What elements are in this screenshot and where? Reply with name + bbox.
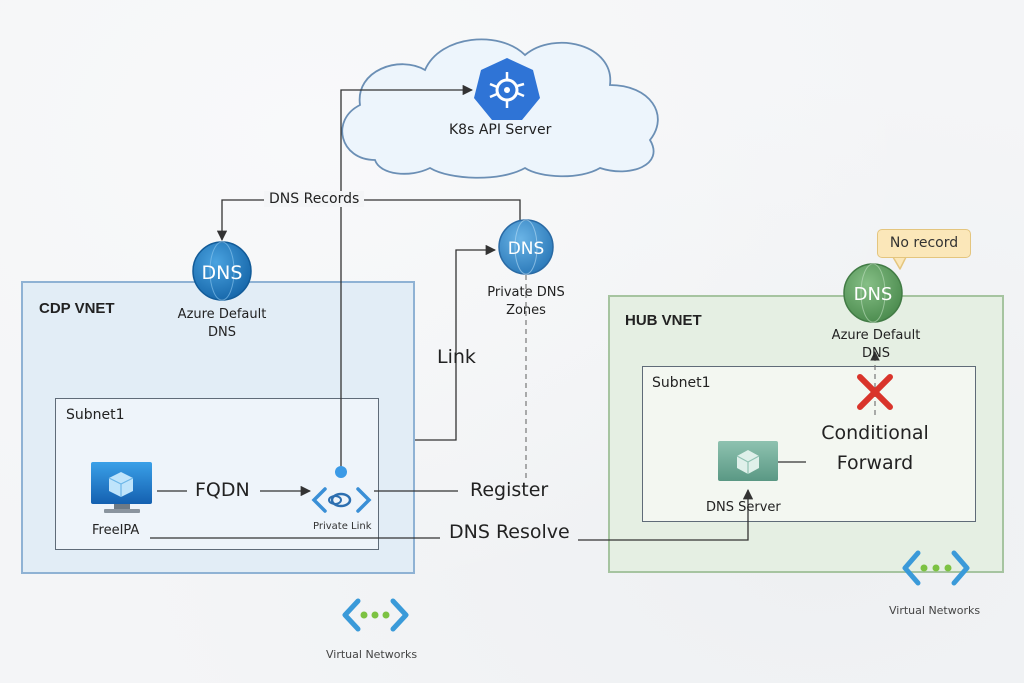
conditional-forward-label-line1: Conditional: [821, 422, 929, 444]
link-label: Link: [437, 346, 476, 368]
note-tail: [892, 256, 907, 270]
private-dns-zones-label: Private DNS Zones: [471, 284, 581, 320]
conditional-forward-label: Conditional Forward: [810, 418, 940, 478]
hub-azure-default-dns-label: Azure Default DNS: [814, 327, 938, 363]
dns-records-label: DNS Records: [264, 191, 365, 207]
svg-text:DNS: DNS: [202, 262, 243, 284]
freeipa-vm-icon: [91, 462, 152, 513]
hub-virtual-networks-icon: [902, 550, 970, 586]
link-arrow: [415, 244, 497, 441]
conditional-forward-label-line2: Forward: [836, 452, 914, 474]
cdp-subnet-title: Subnet1: [66, 407, 125, 423]
azure-default-dns-label: Azure Default DNS: [162, 306, 282, 342]
dns-resolve-label: DNS Resolve: [449, 521, 570, 543]
azure-default-dns-label-line1: Azure Default: [177, 307, 267, 322]
azure-default-dns-globe-icon: DNS: [192, 241, 252, 301]
cdp-vnet-title: CDP VNET: [39, 300, 115, 317]
fqdn-label: FQDN: [195, 479, 250, 501]
k8s-api-server-label: K8s API Server: [449, 122, 552, 138]
cdp-virtual-networks-icon: [342, 598, 409, 632]
hub-subnet-title: Subnet1: [652, 375, 711, 391]
dns-resolve-arrow: [578, 488, 754, 541]
dns-server-vm-icon: [718, 441, 778, 481]
no-record-note: No record: [877, 229, 971, 258]
private-link-to-k8s-arrow: [340, 84, 474, 470]
svg-text:DNS: DNS: [854, 284, 893, 305]
dns-server-label: DNS Server: [706, 500, 781, 515]
private-link-icon: [311, 466, 372, 513]
kubernetes-icon: [474, 58, 540, 120]
hub-azure-default-dns-label-line2: DNS: [862, 346, 890, 361]
cdp-virtual-networks-label: Virtual Networks: [326, 648, 418, 661]
freeipa-label: FreeIPA: [92, 523, 140, 538]
register-label: Register: [470, 479, 549, 501]
svg-text:DNS: DNS: [508, 239, 545, 259]
azure-default-dns-label-line2: DNS: [208, 325, 236, 340]
hub-azure-default-dns-globe-icon: DNS: [843, 263, 903, 323]
private-link-label: Private Link: [313, 521, 372, 532]
hub-subnet-box: [642, 366, 976, 522]
private-dns-zones-label-line1: Private DNS: [487, 285, 565, 300]
dns-records-arrow: [216, 199, 521, 242]
private-dns-zones-globe-icon: DNS: [498, 219, 554, 275]
hub-virtual-networks-label: Virtual Networks: [889, 604, 981, 617]
private-dns-zones-label-line2: Zones: [506, 303, 546, 318]
hub-vnet-title: HUB VNET: [625, 312, 702, 329]
blocked-cross-icon: [857, 374, 893, 410]
hub-azure-default-dns-label-line1: Azure Default: [831, 328, 921, 343]
